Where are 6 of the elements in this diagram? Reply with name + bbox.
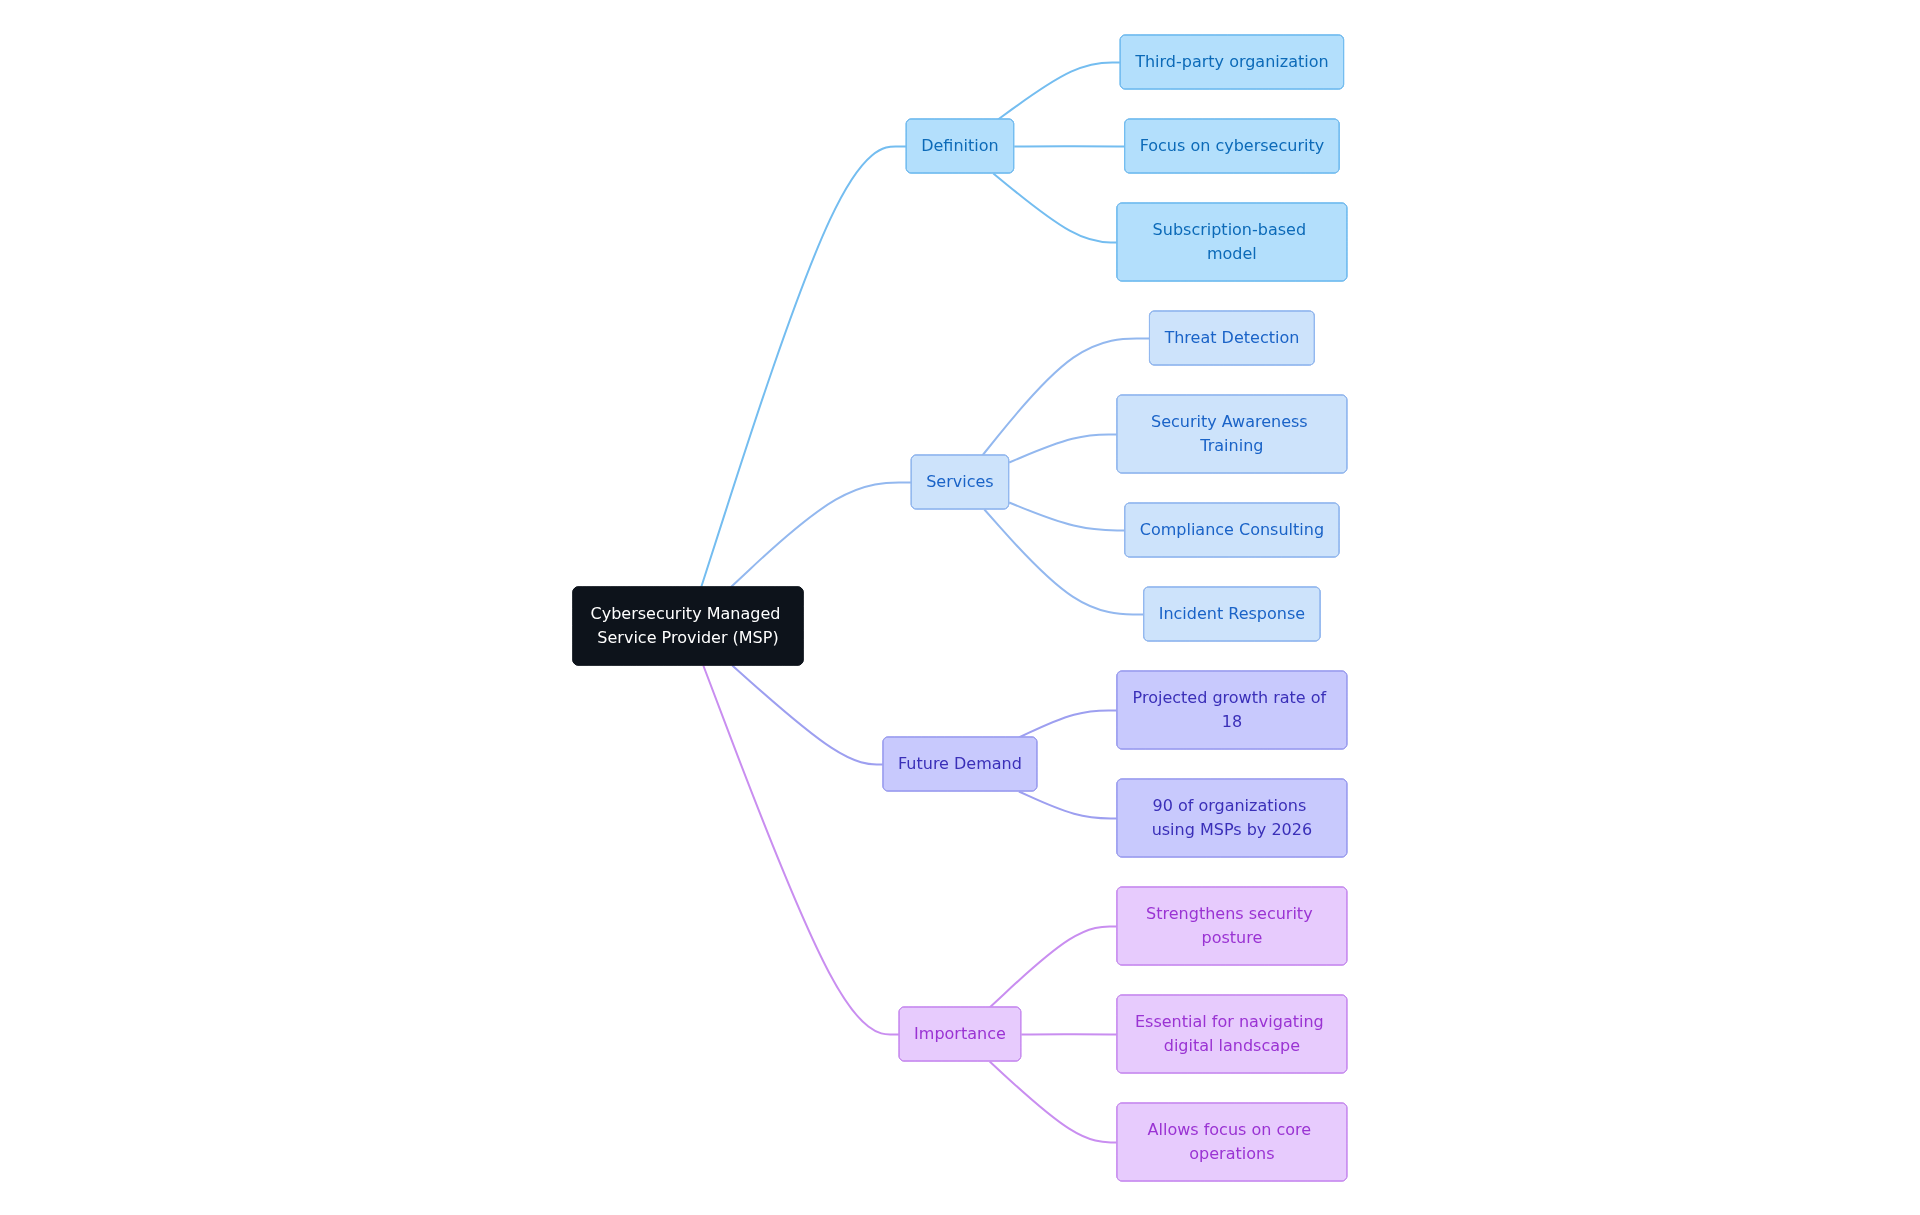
- connector: [729, 480, 913, 588]
- connector: [997, 60, 1122, 120]
- connector: [700, 144, 908, 588]
- connector: [981, 336, 1151, 456]
- connector: [702, 664, 901, 1035]
- connector: [731, 664, 885, 765]
